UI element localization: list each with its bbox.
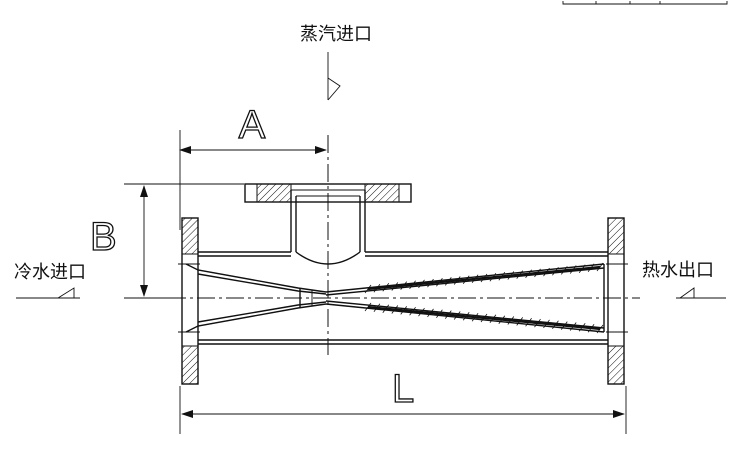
- steam-inlet-callout: 蒸汽进口: [300, 24, 372, 101]
- coil-line: [367, 265, 601, 291]
- dimension-l: L: [179, 366, 627, 434]
- coil-line: [367, 305, 601, 331]
- corner-fragment: [562, 1, 728, 5]
- cold-water-inlet-label: 冷水进口: [14, 262, 86, 283]
- steam-inlet-label: 蒸汽进口: [300, 24, 372, 45]
- hot-water-outlet-callout: 热水出口: [642, 260, 726, 299]
- dimension-b: B: [89, 183, 244, 299]
- center-lines: [168, 135, 640, 355]
- mixer-shell: [178, 217, 628, 385]
- venturi-tube: [185, 262, 605, 334]
- dimension-b-label: B: [90, 215, 117, 259]
- dimension-a: A: [179, 102, 327, 230]
- steam-nozzle: [244, 183, 412, 265]
- cold-water-inlet-callout: 冷水进口: [14, 262, 86, 299]
- hot-water-outlet-label: 热水出口: [642, 260, 714, 281]
- spiral-coil-bottom: [364, 302, 604, 334]
- dimension-l-label: L: [392, 367, 414, 411]
- dimension-a-label: A: [239, 103, 266, 147]
- spiral-coil-top: [364, 262, 604, 294]
